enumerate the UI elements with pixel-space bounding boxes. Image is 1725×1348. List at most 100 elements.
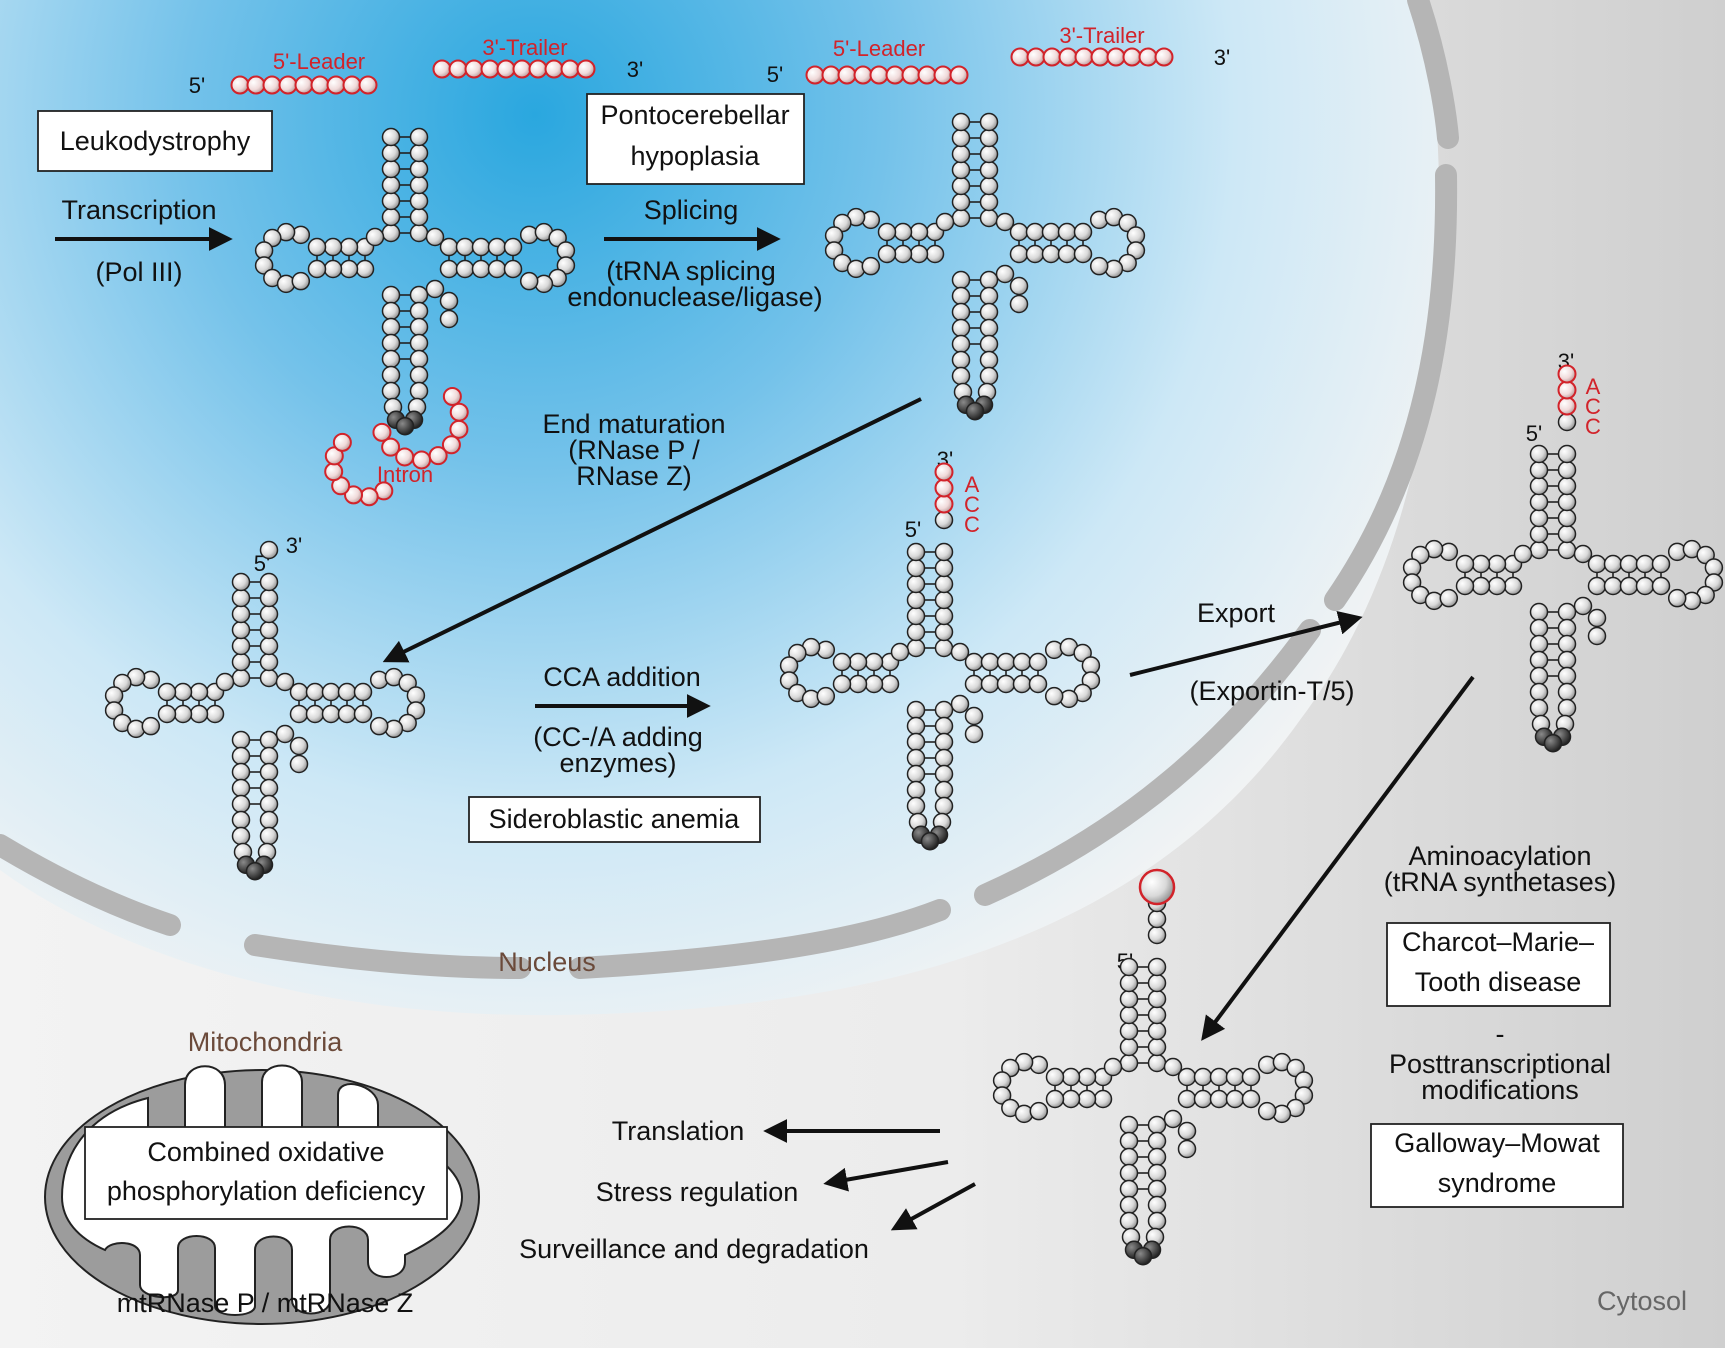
nucleotide	[1045, 1067, 1065, 1087]
nucleotide	[934, 716, 954, 736]
nucleotide	[425, 227, 445, 247]
nucleotide	[885, 65, 905, 85]
nucleotide	[294, 75, 314, 95]
nucleotide	[951, 144, 971, 164]
gm-line2: syndrome	[1438, 1168, 1557, 1198]
nucleotide	[259, 810, 279, 830]
nucleotide	[1044, 686, 1064, 706]
nucleotide	[1119, 1163, 1139, 1183]
trna-6-icon	[992, 868, 1314, 1266]
nucleotide	[409, 159, 429, 179]
nucleotide	[1119, 1115, 1139, 1135]
nucleotide	[1012, 674, 1032, 694]
nucleotide	[1061, 1089, 1081, 1109]
nucleotide	[291, 271, 311, 291]
trna-4-icon	[779, 462, 1101, 851]
end-maturation-line3: RNase Z)	[576, 461, 692, 491]
nucleotide	[979, 270, 999, 290]
nucleotide	[1635, 554, 1655, 574]
nucleotide	[1455, 554, 1475, 574]
nucleotide	[245, 861, 265, 881]
nucleotide	[951, 350, 971, 370]
nucleotide	[909, 222, 929, 242]
nucleotide	[893, 222, 913, 242]
end-maturation-line1: End maturation	[542, 409, 725, 439]
nucleotide	[428, 446, 448, 466]
nucleotide	[231, 794, 251, 814]
nucleotide	[1119, 1021, 1139, 1041]
nucleotide	[1529, 540, 1549, 560]
nucleotide	[455, 237, 475, 257]
nucleotide	[231, 810, 251, 830]
transcription-enzyme: (Pol III)	[95, 257, 182, 287]
nucleotide	[231, 778, 251, 798]
nucleotide	[215, 672, 235, 692]
trna4-end5: 5'	[905, 517, 921, 542]
cca-label: CCA addition	[543, 662, 701, 692]
nucleotide	[455, 259, 475, 279]
nucleotide	[979, 160, 999, 180]
nucleotide	[1147, 925, 1167, 945]
nucleotide	[1077, 1089, 1097, 1109]
nucleotide	[409, 223, 429, 243]
nucleotide	[409, 207, 429, 227]
nucleotide	[259, 540, 279, 560]
nucleotide	[934, 478, 954, 498]
nucleotide	[324, 462, 344, 482]
nucleotide	[1439, 588, 1459, 608]
nucleotide	[906, 622, 926, 642]
nucleotide	[864, 674, 884, 694]
nucleotide	[560, 59, 580, 79]
precursor-trna-2-icon	[805, 47, 1174, 421]
nucleotide	[231, 730, 251, 750]
nucleotide	[231, 746, 251, 766]
nucleotide	[289, 754, 309, 774]
nucleotide	[934, 542, 954, 562]
nucleotide	[231, 588, 251, 608]
precursor2-end5: 5'	[767, 62, 783, 87]
nucleotide	[409, 381, 429, 401]
nucleotide	[950, 642, 970, 662]
sideroblastic-box	[468, 796, 761, 843]
nucleotide	[1042, 47, 1062, 67]
nucleotide	[1119, 973, 1139, 993]
nucleotide	[275, 724, 295, 744]
nucleotide	[1557, 444, 1577, 464]
splicing-enzyme-line1: (tRNA splicing	[606, 256, 776, 286]
trna4-acc-c1: C	[964, 492, 980, 517]
export-enzyme: (Exportin-T/5)	[1189, 676, 1354, 706]
nucleotide	[980, 652, 1000, 672]
nucleotide	[1103, 1057, 1123, 1077]
nucleotide	[1557, 412, 1577, 432]
nucleotide	[979, 112, 999, 132]
coxpd-line2: phosphorylation deficiency	[107, 1176, 426, 1206]
mitochondria-label: Mitochondria	[188, 1027, 344, 1057]
nucleotide	[259, 762, 279, 782]
nucleotide	[1241, 1067, 1261, 1087]
nucleotide	[934, 462, 954, 482]
nucleotide	[951, 192, 971, 212]
nucleotide	[1119, 1147, 1139, 1167]
nucleotide	[1529, 682, 1549, 702]
nucleotide	[231, 652, 251, 672]
nucleotide	[259, 730, 279, 750]
nucleotide	[307, 259, 327, 279]
nucleotide	[289, 704, 309, 724]
nucleotide	[259, 588, 279, 608]
nucleotide	[409, 349, 429, 369]
nucleotide	[1557, 682, 1577, 702]
nucleotide	[996, 652, 1016, 672]
nucleotide	[231, 762, 251, 782]
nucleotide	[1573, 596, 1593, 616]
nucleotide	[906, 700, 926, 720]
nucleotide	[471, 259, 491, 279]
nucleotide	[1090, 47, 1110, 67]
nucleotide	[1471, 554, 1491, 574]
nucleotide	[1041, 222, 1061, 242]
cca-enzyme-line1: (CC-/A adding	[533, 722, 703, 752]
precursor2-leader-label: 5'-Leader	[833, 36, 925, 61]
amino-acid-icon	[1138, 868, 1176, 906]
nucleotide	[1619, 554, 1639, 574]
nucleotide	[358, 75, 378, 95]
nucleotide	[321, 704, 341, 724]
